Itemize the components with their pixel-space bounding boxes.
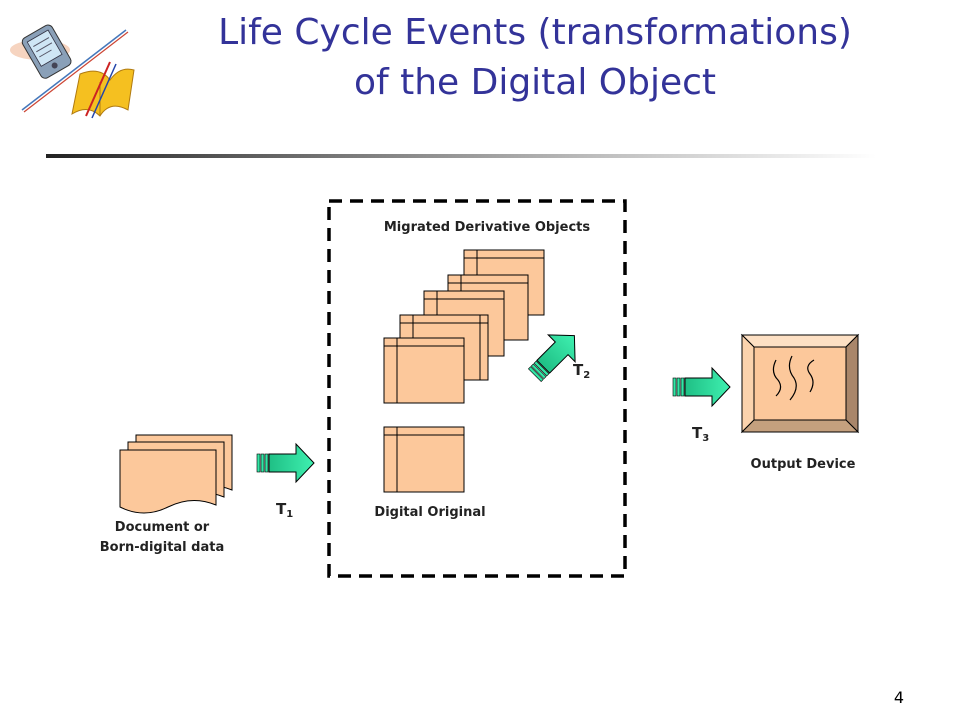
transformation-arrow-t3 xyxy=(672,366,731,408)
slide-title: Life Cycle Events (transformations) of t… xyxy=(170,8,900,108)
title-line-2: of the Digital Object xyxy=(353,62,717,103)
document-label-line-1: Document or xyxy=(115,520,210,535)
document-label-line-2: Born-digital data xyxy=(100,540,224,555)
derivative-object xyxy=(383,337,465,404)
digital-original-object xyxy=(383,426,465,493)
transformation-arrow-t1 xyxy=(256,442,315,484)
page-number: 4 xyxy=(893,688,904,707)
t2-label: T2 xyxy=(573,361,590,381)
document-stack xyxy=(119,434,233,514)
t1-label: T1 xyxy=(276,500,293,520)
t3-label: T3 xyxy=(692,424,709,444)
digital-original-label: Digital Original xyxy=(374,505,485,520)
title-line-1: Life Cycle Events (transformations) xyxy=(218,12,852,53)
output-device-icon xyxy=(740,333,860,434)
output-device-label: Output Device xyxy=(751,457,856,472)
clipart-logo-icon xyxy=(10,24,135,119)
migrated-derivative-objects xyxy=(383,249,545,404)
title-divider xyxy=(46,154,876,158)
transformation-arrow-t2 xyxy=(527,334,576,383)
repository-boundary xyxy=(327,199,627,578)
migrated-objects-label: Migrated Derivative Objects xyxy=(384,220,591,235)
